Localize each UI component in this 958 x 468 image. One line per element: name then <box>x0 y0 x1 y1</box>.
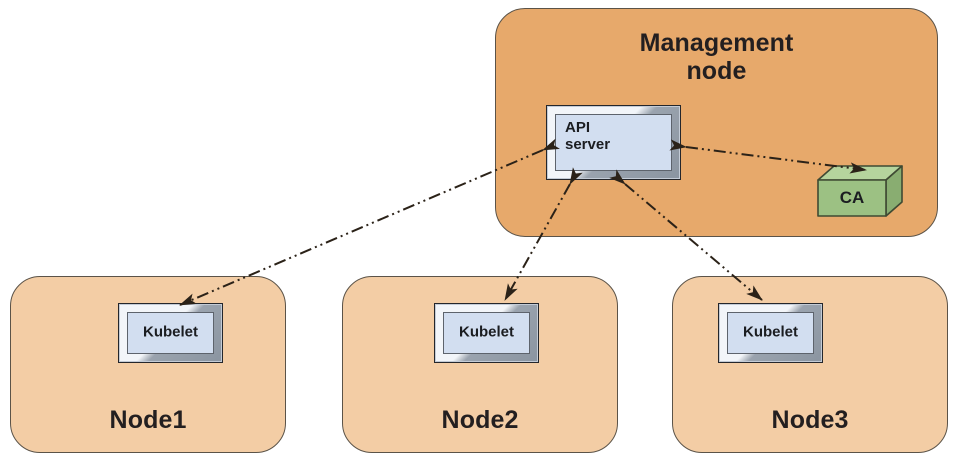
api-server-label-line1: API <box>565 119 591 136</box>
node2-kubelet-face: Kubelet <box>443 312 530 354</box>
management-node-title: Management node <box>496 29 937 85</box>
management-node-title-line1: Management <box>639 29 794 57</box>
node2-title: Node2 <box>441 406 519 434</box>
api-server-box[interactable]: API server <box>546 105 681 180</box>
api-server-face: API server <box>555 114 672 171</box>
node3-title: Node3 <box>771 406 849 434</box>
ca-box[interactable]: CA <box>814 164 906 219</box>
node1-kubelet-face: Kubelet <box>127 312 214 354</box>
node1-kubelet-box[interactable]: Kubelet <box>118 303 223 363</box>
ca-box-shape <box>817 165 903 217</box>
node2-kubelet-label: Kubelet <box>458 323 514 341</box>
node3-kubelet-box[interactable]: Kubelet <box>718 303 823 363</box>
node1-kubelet-label: Kubelet <box>142 323 198 341</box>
api-server-label: API server <box>565 119 667 154</box>
node3-kubelet-label: Kubelet <box>742 323 798 341</box>
node3-kubelet-face: Kubelet <box>727 312 814 354</box>
node2-kubelet-box[interactable]: Kubelet <box>434 303 539 363</box>
management-node-title-line2: node <box>686 57 747 85</box>
node1-title: Node1 <box>109 406 187 434</box>
api-server-label-line2: server <box>565 135 611 153</box>
